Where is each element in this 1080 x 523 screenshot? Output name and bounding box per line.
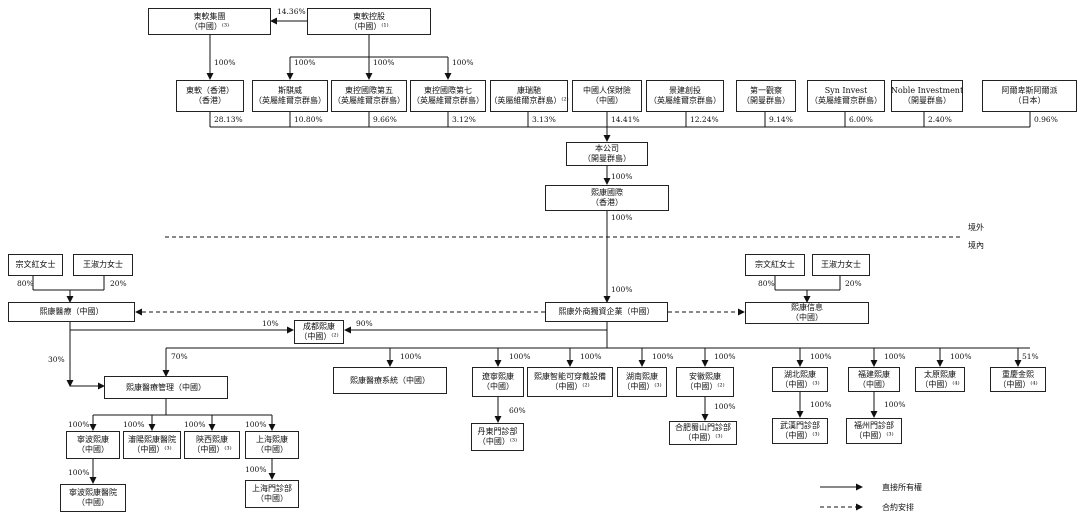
pct-dk5-share: 9.66% <box>373 115 397 124</box>
pct-wfoe-to-fujian: 100% <box>884 352 906 361</box>
entity-xikang-medical: 熙康醫療（中國） <box>8 302 135 322</box>
entity-taiyuan: 太原熙康（中國）⁽⁴⁾ <box>915 367 965 392</box>
pct-wfoe-to-taiyuan: 100% <box>950 352 972 361</box>
pct-medical-to-chengdu: 10% <box>262 319 279 328</box>
pct-hubei-to-wuhan: 100% <box>810 400 832 409</box>
pct-jingjian-share: 12.24% <box>690 115 719 124</box>
entity-anhui: 安徽熙康（中國）⁽²⁾ <box>676 367 734 397</box>
entity-fujian: 福建熙康（中國） <box>848 367 900 392</box>
pct-zong-right: 80% <box>758 279 775 288</box>
entity-diyi-guancha: 第一觀察（開曼群島） <box>736 80 796 112</box>
entity-wuhan-clinic: 武漢門診部（中國）⁽³⁾ <box>772 418 828 444</box>
pct-dk7-share: 3.12% <box>452 115 476 124</box>
pct-zong-left: 80% <box>17 279 34 288</box>
entity-fuzhou-clinic: 福州門診部（中國）⁽³⁾ <box>846 418 902 444</box>
entity-dongkong-7: 東控國際第七（英屬維爾京群島） <box>410 80 486 112</box>
entity-dongruan-group: 東軟集團（中國）⁽³⁾ <box>148 8 271 35</box>
individual-zong-left: 宗文紅女士 <box>8 254 63 276</box>
entity-chongqing: 重慶金熙（中國）⁽⁴⁾ <box>990 367 1046 392</box>
entity-shenyang-hospital: 瀋陽熙康醫院（中國）⁽³⁾ <box>123 431 181 459</box>
entity-hubei: 湖北熙康（中國）⁽³⁾ <box>772 367 828 392</box>
entity-xikang-info: 熙康信息（中國） <box>745 302 869 324</box>
pct-mgmt-to-shenyang: 100% <box>123 420 145 429</box>
entity-liaoning: 遼寧熙康（中國） <box>472 367 524 397</box>
entity-noble-investment: Noble Investment（開曼群島） <box>891 80 963 112</box>
pct-wfoe-to-device: 100% <box>580 352 602 361</box>
pct-wfoe-to-system: 100% <box>400 352 422 361</box>
pct-wfoe-to-liaoning: 100% <box>509 352 531 361</box>
pct-mgmt-to-shanghai: 100% <box>245 420 267 429</box>
individual-wang-left: 王淑力女士 <box>73 254 133 276</box>
entity-hunan: 湖南熙康（中國）⁽³⁾ <box>617 367 667 397</box>
pct-wfoe-to-hubei: 100% <box>810 352 832 361</box>
pct-krc-share: 3.13% <box>532 115 556 124</box>
entity-dandong-clinic: 丹東門診部（中國）⁽³⁾ <box>471 423 524 451</box>
entity-medical-mgmt: 熙康醫療管理（中國） <box>104 376 228 399</box>
pct-noble-share: 2.40% <box>928 115 952 124</box>
pct-shanghai-to-clinic: 100% <box>245 465 267 474</box>
pct-holding-to-siqiwei: 100% <box>294 58 316 67</box>
entity-shaanxi: 陝西熙康（中國）⁽³⁾ <box>184 431 240 459</box>
pct-wang-left: 20% <box>110 279 127 288</box>
entity-jingjian: 景建創投（英屬維爾京群島） <box>646 80 724 112</box>
entity-company: 本公司（開曼群島） <box>566 142 648 166</box>
pct-syn-share: 6.00% <box>849 115 873 124</box>
individual-zong-right: 宗文紅女士 <box>745 254 805 276</box>
entity-dongkong-5: 東控國際第五（英屬維爾京群島） <box>331 80 407 112</box>
pct-anhui-to-hefei: 100% <box>714 402 736 411</box>
pct-ningbo-to-hospital: 100% <box>68 468 90 477</box>
legend-contractual-arrangement: 合約安排 <box>882 503 914 512</box>
region-onshore-label: 境內 <box>968 241 984 250</box>
pct-alpha-share: 0.96% <box>1034 115 1058 124</box>
pct-fujian-to-fuzhou: 100% <box>884 400 906 409</box>
entity-shanghai-clinic: 上海門診部（中國） <box>245 480 299 508</box>
pct-holding-to-dk7: 100% <box>452 58 474 67</box>
legend-direct-ownership: 直接所有權 <box>882 483 922 492</box>
entity-chengdu: 成都熙康（中國）⁽²⁾ <box>294 320 344 344</box>
entity-ningbo: 寧波熙康（中國） <box>66 431 120 459</box>
pct-diyi-share: 9.14% <box>769 115 793 124</box>
pct-company-to-intl: 100% <box>611 172 633 181</box>
entity-shanghai: 上海熙康（中國） <box>245 431 299 459</box>
pct-intl-to-wfoe: 100% <box>611 285 633 294</box>
entity-xikang-intl: 熙康國際（香港） <box>545 185 669 211</box>
pct-wfoe-to-chengdu: 90% <box>356 319 373 328</box>
pct-wfoe-to-chongqing: 51% <box>1022 352 1039 361</box>
pct-mgmt-to-ningbo: 100% <box>68 420 90 429</box>
pct-holding-to-group: 14.36% <box>277 7 306 16</box>
entity-smart-device: 熙康智能可穿戴設備（中國）⁽²⁾ <box>527 367 613 397</box>
pct-liaoning-to-dandong: 60% <box>509 406 526 415</box>
pct-hk-share: 28.13% <box>214 115 243 124</box>
entity-china-life: 中國人保財險（中國） <box>572 80 642 112</box>
pct-group-to-hk: 100% <box>214 58 236 67</box>
pct-holding-to-dk5: 100% <box>373 58 395 67</box>
pct-mgmt-to-shaanxi: 100% <box>184 420 206 429</box>
pct-wang-right: 20% <box>845 279 862 288</box>
entity-medical-system: 熙康醫療系統（中國） <box>333 367 447 394</box>
pct-china-life-share: 14.41% <box>611 115 640 124</box>
pct-siqiwei-share: 10.80% <box>294 115 323 124</box>
entity-alpha: 阿爾卑斯阿爾派（日本） <box>982 80 1077 112</box>
pct-intl-to-wfoe-top: 100% <box>611 213 633 222</box>
pct-wfoe-to-hunan: 100% <box>652 352 674 361</box>
entity-hefei-clinic: 合肥蜀山門診部（中國）⁽³⁾ <box>669 421 737 445</box>
pct-wfoe-to-anhui: 100% <box>714 352 736 361</box>
entity-siqiwei: 斯騏威（英屬維爾京群島） <box>252 80 328 112</box>
entity-dongruan-holding: 東軟控股（中國）⁽¹⁾ <box>307 8 431 35</box>
entity-ningbo-hospital: 寧波熙康醫院（中國） <box>60 484 126 512</box>
pct-medical-to-mgmt: 30% <box>48 355 65 364</box>
entity-kangruichi: 康瑞馳（英屬維爾京群島）⁽²⁾ <box>489 80 569 112</box>
individual-wang-right: 王淑力女士 <box>812 254 870 276</box>
entity-syn-invest: Syn Invest（英屬維爾京群島） <box>807 80 885 112</box>
entity-dongruan-hk: 東軟（香港）（香港） <box>176 80 244 112</box>
entity-wfoe: 熙康外商獨資企業（中國） <box>545 302 668 322</box>
region-offshore-label: 境外 <box>968 223 984 232</box>
pct-wfoe-to-mgmt: 70% <box>171 352 188 361</box>
